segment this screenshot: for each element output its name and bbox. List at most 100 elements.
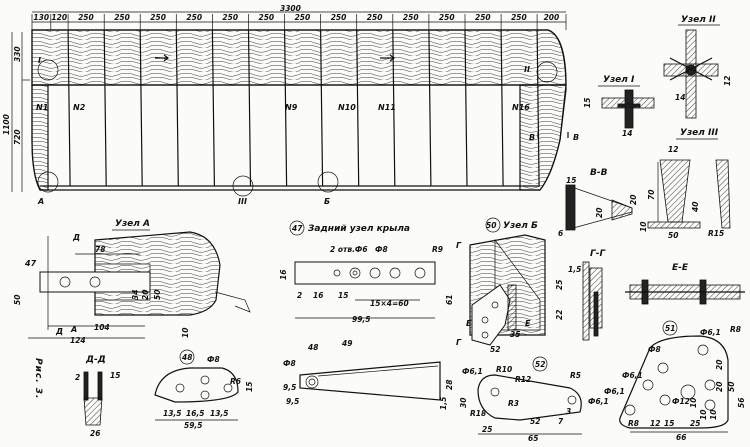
node-b-dim-61: 61 bbox=[445, 295, 454, 305]
rib-line bbox=[67, 29, 71, 187]
part-47-number: 47 bbox=[292, 224, 303, 233]
node-a-dim-124: 124 bbox=[70, 336, 86, 345]
node-3-detail: Узел III 12 70 10 50 40 R15 bbox=[639, 128, 731, 240]
node-a-dim-10: 10 bbox=[181, 328, 190, 338]
node-a-mark-d-bottom: Д bbox=[55, 327, 63, 336]
part-51-dim-r8-top: R8 bbox=[730, 325, 741, 334]
rib-line bbox=[392, 29, 396, 187]
part-52-dim-r12: R12 bbox=[515, 375, 531, 384]
part-49-dim-1-5: 1,5 bbox=[439, 397, 448, 410]
section-gg: Г-Г 1,5 bbox=[568, 249, 606, 341]
node-b-mark-e-left: Е bbox=[466, 319, 472, 328]
top-dim-12: 250 bbox=[439, 13, 455, 22]
rib-line bbox=[356, 29, 360, 187]
node-a-dim-34: 34 bbox=[131, 290, 140, 300]
part-51-dim-50: 50 bbox=[727, 382, 736, 392]
part-48-number: 48 bbox=[182, 353, 192, 362]
part-52-dim-7: 7 bbox=[558, 417, 564, 426]
wing-ribs bbox=[67, 29, 540, 187]
part-51-dim-15: 15 bbox=[664, 419, 674, 428]
node-3-title: Узел III bbox=[680, 128, 719, 138]
top-dim-15: 200 bbox=[544, 13, 560, 22]
callout-i: I bbox=[38, 56, 41, 65]
top-dim-0: 130 bbox=[33, 13, 49, 22]
part-48-dim-59-5: 59,5 bbox=[184, 421, 203, 430]
left-dim-720: 720 bbox=[13, 129, 22, 145]
part-52-detail: 52 Ф6,1 R10 R12 R3 R5 R18 52 Ф6,1 30 25 … bbox=[459, 356, 609, 443]
node-b-dim-25: 25 bbox=[555, 280, 564, 290]
top-dim-4: 250 bbox=[150, 13, 166, 22]
part-51-dim-66: 66 bbox=[676, 433, 686, 442]
part-47-dim-16: 16 bbox=[279, 270, 288, 280]
top-dim-14: 250 bbox=[511, 13, 527, 22]
node-b-dim-52: 52 bbox=[490, 345, 500, 354]
section-vv-dim-6: 6 bbox=[558, 229, 563, 238]
top-dim-8: 250 bbox=[295, 13, 311, 22]
part-47-detail: 47 Задний узел крыла 2 отв.Ф6 Ф8 R9 16 2… bbox=[279, 220, 443, 324]
node-b-mark-g-bottom: Г bbox=[456, 338, 462, 347]
node-3-dim-50: 50 bbox=[668, 231, 678, 240]
left-dim-330: 330 bbox=[13, 46, 22, 62]
part-51-dim-10c: 10 bbox=[709, 410, 718, 420]
part-51-dim-56: 56 bbox=[737, 398, 746, 408]
part-51-dim-10a: 10 bbox=[689, 398, 698, 408]
node-a-detail: Узел А Д Д 47 78 34 50 20 50 104 124 10 … bbox=[13, 219, 251, 345]
section-dd: Д-Д 2 15 26 bbox=[75, 355, 120, 438]
node-3-dim-r15: R15 bbox=[708, 229, 724, 238]
part-48-dim-f8: Ф8 bbox=[207, 355, 220, 364]
part-52-number: 52 bbox=[535, 360, 545, 369]
part-47-dim-pitch: 15×4=60 bbox=[370, 299, 409, 308]
section-gg-title: Г-Г bbox=[590, 249, 606, 259]
rib-line bbox=[536, 29, 540, 187]
part-47-dim-r9: R9 bbox=[432, 245, 443, 254]
part-52-dim-30: 30 bbox=[459, 398, 468, 408]
part-51-dim-10b: 10 bbox=[699, 410, 708, 420]
callout-b: Б bbox=[324, 197, 330, 206]
section-ee: Е-Е bbox=[625, 263, 745, 305]
node-2-dim-12: 12 bbox=[723, 76, 732, 86]
part-51-dim-f8: Ф8 bbox=[648, 345, 661, 354]
part-48-detail: 48 Ф8 R6 15 13,5 16,5 13,5 59,5 bbox=[154, 349, 254, 430]
part-47-dim-f8: Ф8 bbox=[375, 245, 388, 254]
top-dim-5: 250 bbox=[186, 13, 202, 22]
node-3-dim-40: 40 bbox=[691, 202, 700, 212]
part-52-dim-3: 3 bbox=[566, 407, 571, 416]
rib-line bbox=[247, 29, 252, 187]
node-b-number: 50 bbox=[486, 221, 496, 230]
rib-line bbox=[500, 29, 504, 187]
part-51-number: 51 bbox=[665, 324, 675, 333]
rib-line bbox=[211, 29, 215, 187]
callout-iii: III bbox=[238, 197, 247, 206]
callout-a: А bbox=[37, 197, 44, 206]
node-b-dim-22: 22 bbox=[555, 310, 564, 320]
part-52-dim-52: 52 bbox=[530, 417, 540, 426]
rib-line bbox=[284, 29, 288, 187]
node-a-dim-50-left: 50 bbox=[13, 295, 22, 305]
node-1-dim-15: 15 bbox=[583, 98, 592, 108]
part-51-dim-f6-1-top: Ф6,1 bbox=[700, 328, 721, 337]
node-b-mark-e-right: Е bbox=[525, 319, 531, 328]
rib-label-n9: N9 bbox=[285, 103, 298, 112]
rib-line bbox=[428, 29, 432, 187]
node-a-dim-50-right: 50 bbox=[153, 290, 162, 300]
rib-line bbox=[320, 29, 324, 187]
node-b-detail: 50 Узел Б Г Г Е Е 61 52 35 22 25 bbox=[445, 217, 564, 354]
node-2-dim-14: 14 bbox=[675, 93, 685, 102]
rib-label-n2: N2 bbox=[73, 103, 86, 112]
node-b-title: Узел Б bbox=[503, 221, 538, 231]
part-52-dim-r10: R10 bbox=[496, 365, 512, 374]
part-51-dim-f12: Ф12 bbox=[672, 397, 690, 406]
rib-label-n11: N11 bbox=[378, 103, 396, 112]
span-total-dim: 3300 bbox=[280, 4, 301, 13]
section-dd-dim-26: 26 bbox=[90, 429, 100, 438]
part-51-dim-20b: 20 bbox=[715, 382, 724, 392]
part-49-dim-9-5b: 9,5 bbox=[286, 397, 299, 406]
node-2-title: Узел II bbox=[681, 15, 716, 25]
part-47-dim-99-5: 99,5 bbox=[352, 315, 371, 324]
part-51-dim-20a: 20 bbox=[715, 360, 724, 370]
part-48-dim-15: 15 bbox=[245, 382, 254, 392]
part-51-detail: 51 Ф6,1 R8 Ф8 20 20 50 Ф12 Ф6,1 Ф6,1 10 … bbox=[604, 320, 746, 442]
part-49-number: 49 bbox=[342, 339, 352, 348]
node-a-part-47: 47 bbox=[24, 259, 37, 268]
